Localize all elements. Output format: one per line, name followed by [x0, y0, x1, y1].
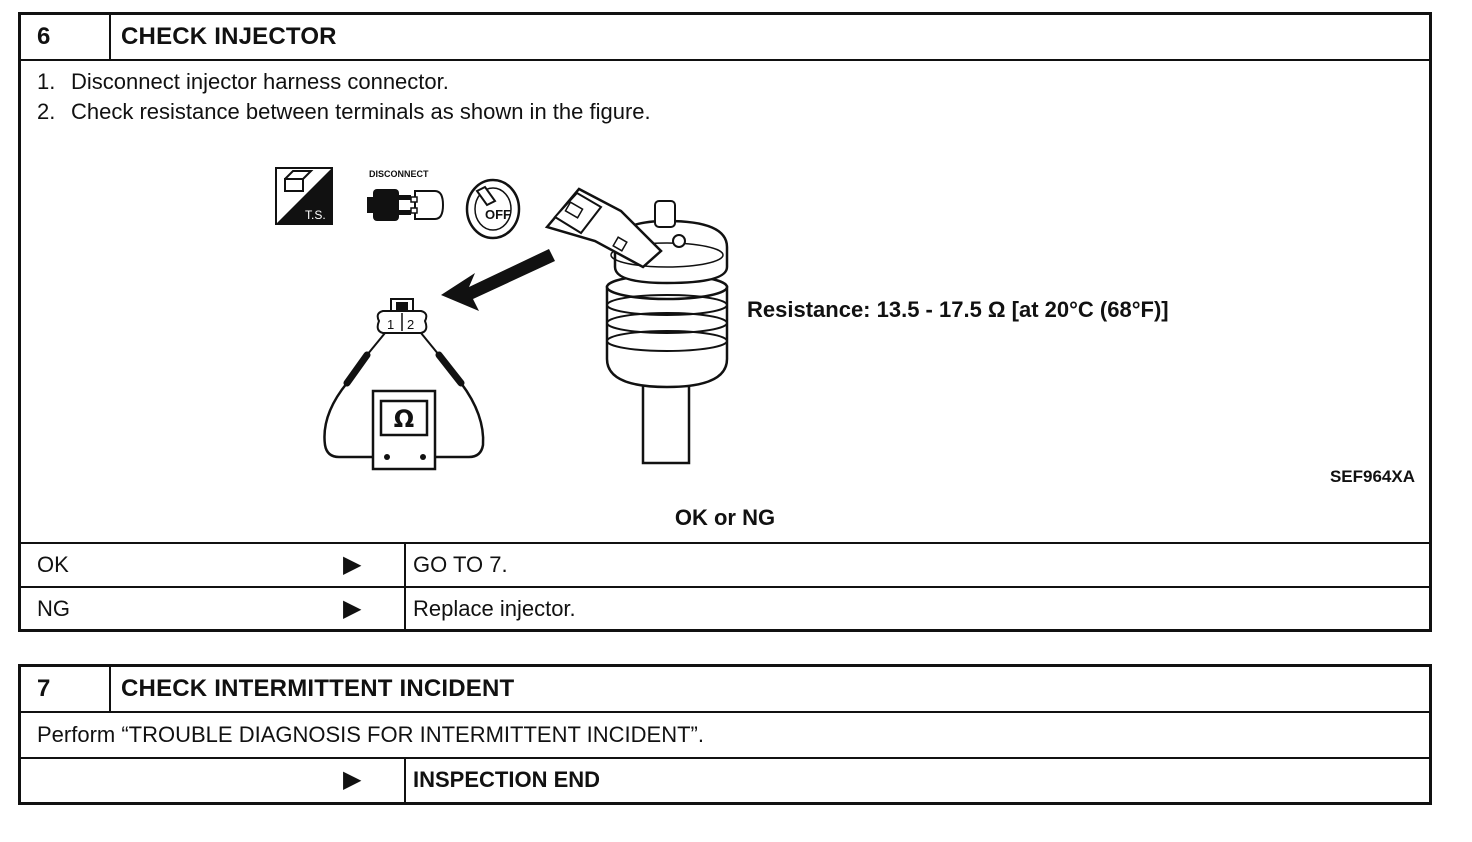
terminal-2-label: 2	[407, 317, 414, 332]
column-divider	[404, 544, 406, 588]
connector-detail: 1 2	[376, 298, 428, 334]
step-6-number: 6	[21, 15, 111, 59]
column-divider	[404, 759, 406, 803]
step-7-box: 7 CHECK INTERMITTENT INCIDENT Perform “T…	[18, 664, 1432, 805]
step-6-header: 6 CHECK INJECTOR	[21, 15, 1429, 61]
result-row-end: ▶ INSPECTION END	[21, 757, 1429, 803]
play-arrow-icon: ▶	[343, 766, 362, 793]
result-row-ng: NG ▶ Replace injector.	[21, 586, 1429, 632]
injector-resistance-figure: T.S. DISCONNECT OFF 1	[275, 167, 729, 471]
result-row-ok: OK ▶ GO TO 7.	[21, 542, 1429, 588]
step-7-header: 7 CHECK INTERMITTENT INCIDENT	[21, 667, 1429, 713]
ok-ng-heading: OK or NG	[674, 505, 776, 530]
terminal-1-label: 1	[387, 317, 394, 332]
ohm-symbol: Ω	[394, 405, 414, 433]
column-divider	[404, 588, 406, 632]
instruction-2-number: 2.	[37, 99, 56, 124]
ignition-off-label: OFF	[485, 207, 511, 222]
disconnect-icon: DISCONNECT	[367, 169, 445, 221]
ohmmeter: Ω	[371, 389, 437, 471]
figure-code: SEF964XA	[1329, 467, 1415, 486]
play-arrow-icon: ▶	[343, 595, 362, 622]
instruction-2: 2. Check resistance between terminals as …	[37, 97, 651, 127]
injector-drawing	[544, 187, 729, 465]
instruction-1: 1. Disconnect injector harness connector.	[37, 67, 449, 97]
resistance-spec: Resistance: 13.5 - 17.5 Ω [at 20°C (68°F…	[747, 297, 1169, 322]
result-ng-label: NG	[37, 596, 70, 621]
instruction-2-text: Check resistance between terminals as sh…	[71, 99, 651, 124]
play-arrow-icon: ▶	[343, 551, 362, 578]
ignition-off-icon: OFF	[465, 178, 521, 240]
pointer-arrow	[441, 249, 555, 311]
ts-icon-label: T.S.	[305, 208, 326, 222]
result-end-action: INSPECTION END	[413, 767, 601, 792]
instruction-1-number: 1.	[37, 69, 56, 94]
result-ok-label: OK	[37, 552, 69, 577]
step-7-instruction: Perform “TROUBLE DIAGNOSIS FOR INTERMITT…	[37, 722, 704, 747]
step-7-number: 7	[21, 667, 111, 711]
ts-icon: T.S.	[275, 167, 333, 225]
step-7-title: CHECK INTERMITTENT INCIDENT	[121, 675, 515, 702]
step-6-box: 6 CHECK INJECTOR 1. Disconnect injector h…	[18, 12, 1432, 632]
probe-leads	[323, 332, 485, 459]
step-6-title: CHECK INJECTOR	[121, 23, 337, 50]
result-ng-action: Replace injector.	[413, 596, 576, 621]
disconnect-icon-label: DISCONNECT	[369, 169, 429, 179]
instruction-1-text: Disconnect injector harness connector.	[71, 69, 449, 94]
result-ok-action: GO TO 7.	[413, 552, 508, 577]
